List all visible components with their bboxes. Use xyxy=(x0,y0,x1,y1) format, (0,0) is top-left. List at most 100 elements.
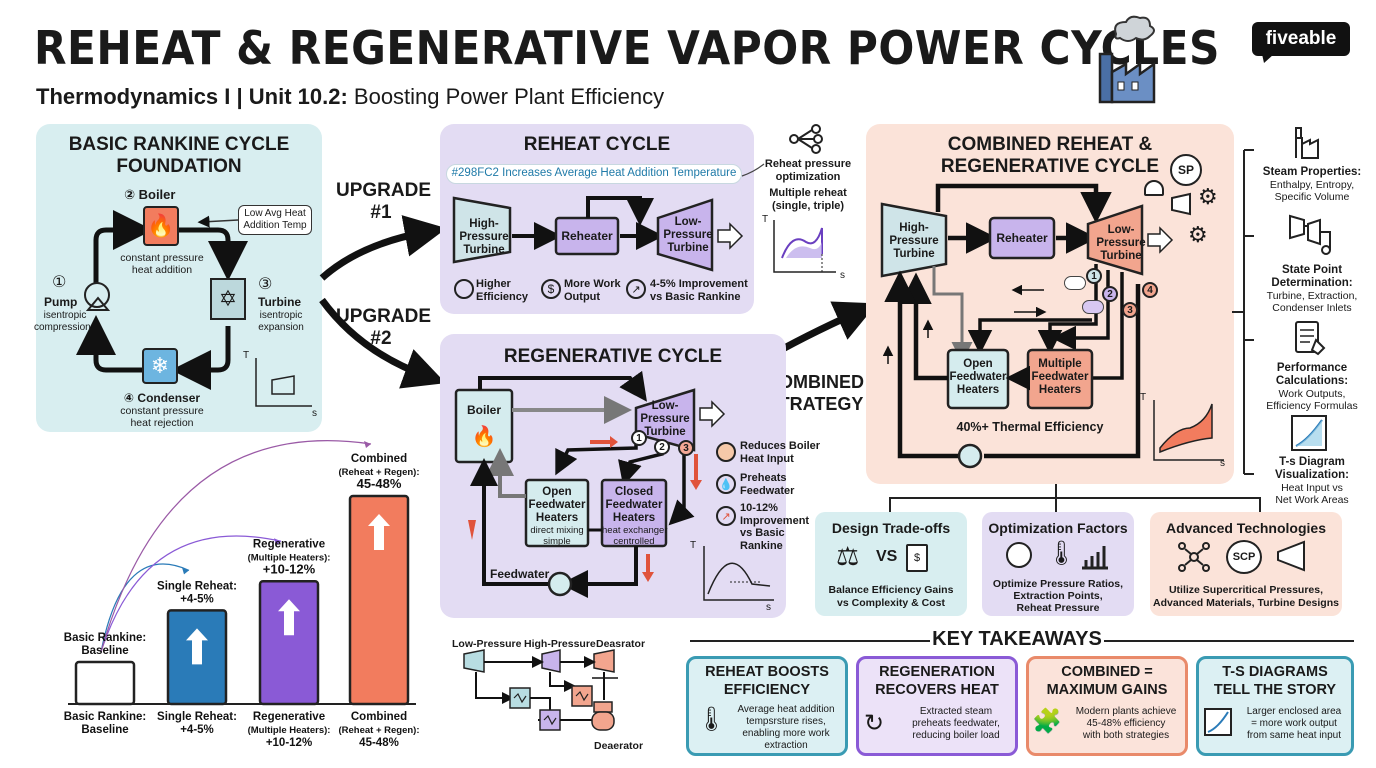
takeaway-1-line-1: Average heat addition xyxy=(737,704,835,715)
regen-benefit-1-a: Reduces Boiler xyxy=(740,440,821,452)
rankine-title: BASIC RANKINE CYCLE xyxy=(68,134,290,155)
combined-state-1: 1 xyxy=(1086,268,1102,284)
boiler-desc-2: heat addition xyxy=(131,264,193,276)
takeaway-2-title-1: REGENERATION xyxy=(879,664,995,680)
condenser-desc-2: heat rejection xyxy=(130,417,194,429)
right-factory-icon xyxy=(1295,127,1319,159)
bar-label: (Multiple Heaters): xyxy=(248,552,331,563)
bar-label: Baseline xyxy=(81,645,128,657)
reheat-axis-t: T xyxy=(762,214,769,225)
combined-reheater: Reheater xyxy=(996,231,1048,245)
combined-state-2: 2 xyxy=(1102,286,1118,302)
pressure-gauge-icon xyxy=(1006,542,1032,568)
takeaway-card-3 xyxy=(1026,656,1188,756)
takeaway-3-line-2: 45-48% efficiency xyxy=(1086,718,1166,729)
combined-title-1: COMBINED REHEAT & xyxy=(947,134,1153,155)
pump-number: ① xyxy=(52,274,67,291)
bar-chart-icon xyxy=(1082,546,1108,570)
takeaway-3-title-2: MAXIMUM GAINS xyxy=(1046,682,1168,698)
pump-icon xyxy=(84,282,110,308)
bar-label: (Reheat + Regen): xyxy=(338,467,419,478)
bar-up-arrow xyxy=(278,599,300,636)
takeaway-card-4 xyxy=(1196,656,1354,756)
scp-text: SCP xyxy=(1232,551,1256,563)
comb-lp-2: Pressure xyxy=(1096,237,1146,250)
right-item-2-l2: Turbine, Extraction, xyxy=(1266,290,1358,302)
benefit-1-line-2: Efficiency xyxy=(476,290,528,303)
takeaway-2-line-3: reducing boiler load xyxy=(912,730,1000,741)
bar-up-arrow xyxy=(368,514,390,550)
gain-curve-arrowhead xyxy=(182,567,189,575)
comb-hp-1: High- xyxy=(899,222,929,234)
turbine-desc-1: isentropic xyxy=(259,310,303,321)
gain-curve-arrow xyxy=(100,535,282,653)
combined-state-4: 4 xyxy=(1142,282,1158,298)
comb-multi-1: Multiple xyxy=(1038,358,1082,370)
design-tradeoffs-l1: Balance Efficiency Gains xyxy=(828,584,954,596)
gear-icon: ⚙ xyxy=(1198,184,1218,209)
ts-chart-small-icon xyxy=(1204,708,1232,736)
takeaway-4-line-2: = more work output xyxy=(1251,718,1337,729)
bar-4 xyxy=(348,494,410,706)
callout-line-2: Addition Temp xyxy=(243,220,307,231)
upgrade-1-label: UPGRADE xyxy=(336,180,432,201)
hp-line-1: High- xyxy=(469,218,499,230)
regen-benefit-3-c: vs Basic xyxy=(740,527,785,540)
page-subtitle: Thermodynamics I | Unit 10.2: Boosting P… xyxy=(36,84,664,109)
comb-lp-1: Low- xyxy=(1107,224,1135,236)
benefit-1-line-1: Higher xyxy=(476,278,511,290)
takeaway-card-2 xyxy=(856,656,1018,756)
sp-badge[interactable]: SP xyxy=(1170,154,1202,186)
right-item-3-title: Performance xyxy=(1276,362,1348,374)
regen-lp-3: Turbine xyxy=(644,426,686,439)
right-item-1-l1: Enthalpy, Entropy, xyxy=(1269,179,1355,191)
takeaway-2-line-2: preheats feedwater, xyxy=(912,718,1000,729)
reheat-note-pointer xyxy=(741,163,765,177)
takeaway-1-line-2: tempsrsture rises, xyxy=(746,716,826,727)
reheat-title: REHEAT CYCLE xyxy=(523,134,671,155)
scale-icon: ⚖ xyxy=(836,541,860,571)
closed-fwh-1: Closed xyxy=(614,486,654,498)
reheat-flow xyxy=(452,196,744,272)
regen-benefit-3-a: 10-12% xyxy=(740,502,778,514)
combined-axis-t: T xyxy=(1140,392,1147,403)
money-icon: $ xyxy=(541,279,561,299)
takeaways-heading: KEY TAKEAWAYS xyxy=(932,628,1102,650)
thermometer-icon: 🌡 xyxy=(1046,540,1077,567)
recycle-icon: ↻ xyxy=(864,710,885,737)
combined-flow xyxy=(880,183,1174,469)
gear-icon-2: ⚙ xyxy=(1188,222,1208,247)
upgrade-2-number: #2 xyxy=(370,328,392,349)
callout-line-1: Low Avg Heat xyxy=(244,208,306,219)
right-item-4-l2: Heat Input vs xyxy=(1281,482,1343,494)
fiveable-logo[interactable]: fiveable xyxy=(1252,22,1350,56)
comb-hp-3: Turbine xyxy=(893,248,935,261)
bar-label: Basic Rankine: xyxy=(64,632,146,644)
right-calculation-icon xyxy=(1295,321,1326,356)
takeaway-1-line-4: extraction xyxy=(764,740,808,751)
combined-efficiency: 40%+ Thermal Efficiency xyxy=(956,420,1104,434)
takeaway-2-title-2: RECOVERS HEAT xyxy=(875,682,999,698)
boiler-desc-1: constant pressure xyxy=(120,252,204,264)
mini-hp-label: High-Pressure xyxy=(524,638,596,650)
reheat-banner-text: #298FC2 Increases Average Heat Addition … xyxy=(451,167,737,179)
combined-strategy-label: COMBINED xyxy=(766,372,864,392)
subtitle-unit: Thermodynamics I | Unit 10.2: xyxy=(36,84,348,109)
small-turbine-icon xyxy=(1171,192,1191,216)
page-title: REHEAT & REGENERATIVE VAPOR POWER CYCLES xyxy=(34,21,1220,75)
x-tick-label: Single Reheat: xyxy=(157,711,237,723)
gauge-small-icon xyxy=(1144,180,1164,196)
optimization-l1: Optimize Pressure Ratios, xyxy=(992,578,1124,590)
open-fwh-3: Heaters xyxy=(535,512,579,525)
x-tick-label: Baseline xyxy=(81,724,128,736)
design-tradeoffs-title: Design Trade-offs xyxy=(831,520,951,536)
x-tick-label: Regenerative xyxy=(253,711,325,723)
x-tick-label: Basic Rankine: xyxy=(64,711,146,723)
right-ts-diagram-icon xyxy=(1291,415,1327,451)
